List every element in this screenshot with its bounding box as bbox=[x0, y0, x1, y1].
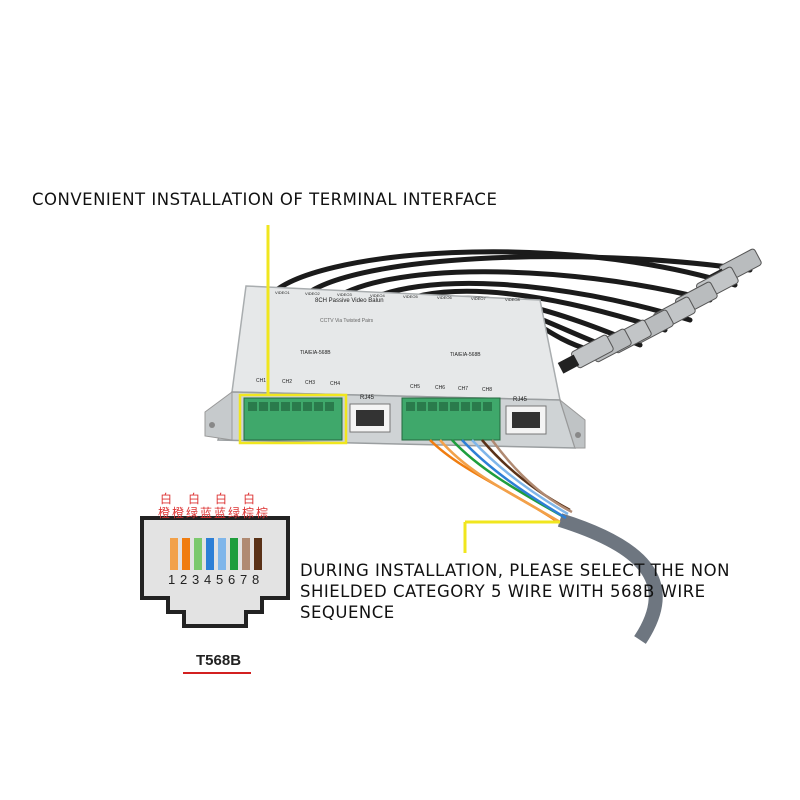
wire-cn-top: 白 bbox=[215, 492, 228, 506]
video-label: VIDEO7 bbox=[471, 296, 486, 301]
terminal-block-right bbox=[401, 397, 501, 441]
wire-cn-top: 白 bbox=[243, 492, 256, 506]
wire-cn-bottom: 棕 bbox=[242, 506, 255, 520]
pinout-label-underline bbox=[183, 672, 251, 674]
rj45-pinout-diagram bbox=[140, 516, 290, 628]
video-label: VIDEO6 bbox=[437, 295, 452, 300]
rj45-port-right bbox=[505, 405, 547, 435]
channel-label: CH4 bbox=[330, 381, 341, 387]
installation-caption-line: SHIELDED CATEGORY 5 WIRE WITH 568B WIRE bbox=[300, 582, 706, 601]
wire-cn-bottom: 绿 bbox=[186, 506, 199, 520]
video-label: VIDEO3 bbox=[337, 292, 352, 297]
channel-label: CH5 bbox=[410, 384, 421, 390]
pin-number: 7 bbox=[240, 572, 248, 587]
std-label-right: TIA/EIA-568B bbox=[450, 352, 481, 358]
video-label: VIDEO2 bbox=[305, 291, 320, 296]
pin-number: 4 bbox=[204, 572, 212, 587]
wire-cn-bottom: 橙 bbox=[158, 506, 171, 520]
wire-cn-top: 白 bbox=[188, 492, 201, 506]
video-label: VIDEO5 bbox=[403, 294, 418, 299]
channel-label: CH8 bbox=[482, 387, 493, 393]
pinout-wires bbox=[170, 538, 262, 570]
device-title: 8CH Passive Video Balun bbox=[315, 298, 384, 304]
bnc-connectors bbox=[557, 248, 762, 374]
terminal-block-left bbox=[243, 397, 343, 441]
wire-cn-bottom: 蓝 bbox=[214, 506, 227, 520]
installation-caption: DURING INSTALLATION, PLEASE SELECT THE N… bbox=[300, 560, 790, 623]
terminal-callout bbox=[238, 225, 348, 445]
channel-label: CH1 bbox=[256, 378, 267, 384]
wire-cn-bottom: 绿 bbox=[228, 506, 241, 520]
channel-label: CH3 bbox=[305, 380, 316, 386]
wire-callout bbox=[463, 520, 560, 553]
std-label-left: TIA/EIA-568B bbox=[300, 350, 331, 356]
wire-cn-bottom: 橙 bbox=[172, 506, 185, 520]
video-label: VIDEO1 bbox=[275, 290, 290, 295]
pin-number: 2 bbox=[180, 572, 188, 587]
pin-number: 3 bbox=[192, 572, 200, 587]
channel-label: CH7 bbox=[458, 386, 469, 392]
pinout-standard-label: T568B bbox=[196, 652, 242, 669]
rj45-label-left: RJ45 bbox=[360, 395, 375, 401]
wire-cn-top: 白 bbox=[160, 492, 173, 506]
pin-number: 5 bbox=[216, 572, 224, 587]
rj45-port-left bbox=[349, 403, 391, 433]
video-label: VIDEO8 bbox=[505, 297, 520, 302]
pin-number: 8 bbox=[252, 572, 260, 587]
installation-caption-line: DURING INSTALLATION, PLEASE SELECT THE N… bbox=[300, 561, 730, 580]
channel-label: CH2 bbox=[282, 379, 293, 385]
wire-cn-bottom: 棕 bbox=[256, 506, 269, 520]
wire-cn-bottom: 蓝 bbox=[200, 506, 213, 520]
rj45-label-right: RJ45 bbox=[513, 397, 528, 403]
pin-number: 1 bbox=[168, 572, 176, 587]
channel-label: CH6 bbox=[435, 385, 446, 391]
pin-number: 6 bbox=[228, 572, 236, 587]
device-subtitle: CCTV Via Twisted Pairs bbox=[320, 318, 374, 324]
terminal-caption: CONVENIENT INSTALLATION OF TERMINAL INTE… bbox=[32, 190, 498, 209]
video-label: VIDEO4 bbox=[370, 293, 385, 298]
cat5-cable bbox=[429, 439, 663, 644]
installation-caption-line: SEQUENCE bbox=[300, 603, 395, 622]
